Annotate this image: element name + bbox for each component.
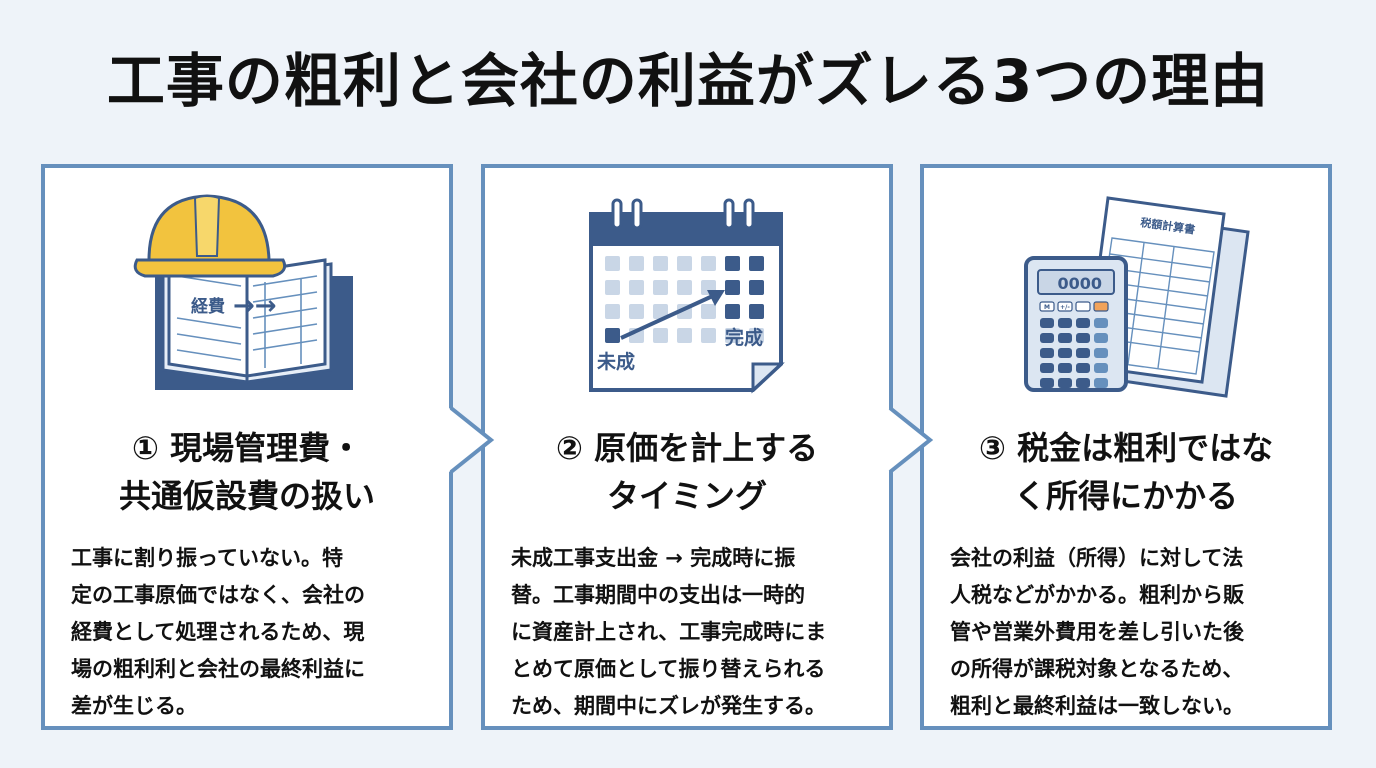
card-3-heading: ③ 税金は粗利ではな く所得にかかる <box>924 424 1328 520</box>
body-line: 未成工事支出金 → 完成時に振 <box>511 546 796 570</box>
calculator-key <box>1094 378 1108 388</box>
trend-arrow-icon <box>620 290 725 340</box>
body-line: 管や営業外費用を差し引いた後 <box>950 620 1244 644</box>
calculator-key <box>1076 318 1090 328</box>
calculator-key <box>1058 333 1072 343</box>
calendar-cell <box>701 328 716 343</box>
ledger-arrow: →→ <box>233 291 277 321</box>
calculator-key <box>1058 318 1072 328</box>
body-line: 場の粗利利と会社の最終利益に <box>71 657 365 681</box>
calendar-cell <box>701 304 716 319</box>
body-line: の所得が課税対象となるため、 <box>950 657 1244 681</box>
helmet-icon <box>133 194 287 278</box>
card-2-heading: ② 原価を計上する タイミング <box>485 424 889 520</box>
body-line: 人税などがかかる。粗利から販 <box>950 583 1244 607</box>
calculator-key <box>1040 348 1054 358</box>
heading-line: タイミング <box>606 477 767 515</box>
calculator-display: 0000 <box>1057 274 1102 293</box>
connector-arrow-1-icon <box>449 406 495 474</box>
reason-card-3: 税額計算書 0000 M +/- <box>920 164 1332 730</box>
ledger-label: 経費 <box>191 296 225 317</box>
reason-card-1: 経費 →→ ① 現場管理費・ 共通仮設費の扱い 工事に割り振っていない。特 定の… <box>41 164 453 730</box>
calendar-cell <box>749 328 764 343</box>
body-line: 経費として処理されるため、現 <box>71 620 365 644</box>
calendar-cell <box>629 280 644 295</box>
calculator-key <box>1058 363 1072 373</box>
card-2-illustration: 未成 完成 <box>589 198 785 394</box>
calculator-key <box>1076 363 1090 373</box>
body-line: に資産計上され、工事完成時にま <box>511 620 827 644</box>
body-line: とめて原価として振り替えられる <box>511 657 826 681</box>
calculator-key <box>1094 363 1108 373</box>
calendar-cell <box>653 280 668 295</box>
body-line: 粗利と最終利益は一致しない。 <box>950 694 1244 718</box>
calendar-cell <box>725 256 740 271</box>
page-title: 工事の粗利と会社の利益がズレる3つの理由 <box>106 47 1270 115</box>
calendar-cell <box>629 304 644 319</box>
heading-line: く所得にかかる <box>1013 477 1238 515</box>
calendar-cell <box>749 256 764 271</box>
calculator-key-m: M <box>1044 304 1050 311</box>
calculator-key <box>1040 318 1054 328</box>
card-1-illustration: 経費 →→ <box>133 194 353 390</box>
body-line: 替。工事期間中の支出は一時的 <box>511 583 805 607</box>
calendar-cell <box>701 256 716 271</box>
card-3-illustration: 税額計算書 0000 M +/- <box>1024 196 1250 398</box>
heading-line: ② 原価を計上する <box>555 429 819 467</box>
calendar-label-start: 未成 <box>596 350 635 373</box>
body-line: 差が生じる。 <box>71 694 197 718</box>
calculator-key <box>1076 378 1090 388</box>
calendar-cell <box>605 328 620 343</box>
calculator-key <box>1076 333 1090 343</box>
calculator-key <box>1040 333 1054 343</box>
card-3-body: 会社の利益（所得）に対して法 人税などがかかる。粗利から販 管や営業外費用を差し… <box>950 540 1310 725</box>
calendar-cell <box>749 304 764 319</box>
calculator-key <box>1076 348 1090 358</box>
calendar-cell <box>653 304 668 319</box>
calculator-key <box>1094 318 1108 328</box>
card-2-body: 未成工事支出金 → 完成時に振 替。工事期間中の支出は一時的 に資産計上され、工… <box>511 540 871 725</box>
ledger-book-icon: 経費 →→ <box>155 258 353 390</box>
calculator-key <box>1094 333 1108 343</box>
calendar-cell <box>677 280 692 295</box>
calendar-cell <box>749 280 764 295</box>
reason-card-2: 未成 完成 ② 原価を計上する タイミング 未成工事支出金 → 完成時に振 替。… <box>481 164 893 730</box>
body-line: 定の工事原価ではなく、会社の <box>71 583 365 607</box>
card-1-heading: ① 現場管理費・ 共通仮設費の扱い <box>45 424 449 520</box>
calculator-icon: 0000 M +/- <box>1024 256 1128 392</box>
heading-line: ③ 税金は粗利ではな <box>978 429 1274 467</box>
card-1-body: 工事に割り振っていない。特 定の工事原価ではなく、会社の 経費として処理されるた… <box>71 540 431 725</box>
heading-line: ① 現場管理費・ <box>131 429 363 467</box>
calendar-cell <box>653 256 668 271</box>
calendar-cell <box>605 304 620 319</box>
body-line: 工事に割り振っていない。特 <box>71 546 343 570</box>
calculator-key <box>1058 348 1072 358</box>
body-line: 会社の利益（所得）に対して法 <box>950 546 1244 570</box>
heading-line: 共通仮設費の扱い <box>118 477 375 515</box>
calculator-key <box>1040 363 1054 373</box>
calculator-key <box>1058 378 1072 388</box>
calendar-cell <box>725 280 740 295</box>
calendar-icon: 未成 完成 <box>589 198 785 394</box>
calculator-key-pm: +/- <box>1060 304 1070 311</box>
connector-arrow-2-icon <box>888 406 934 474</box>
calendar-cell <box>605 280 620 295</box>
body-line: ため、期間中にズレが発生する。 <box>511 694 826 718</box>
calendar-cell <box>629 256 644 271</box>
calendar-cell <box>653 328 668 343</box>
calendar-cell <box>677 256 692 271</box>
calculator-key <box>1040 378 1054 388</box>
calendar-cell <box>725 328 740 343</box>
calendar-label-end: 完成 <box>725 326 763 349</box>
calendar-cell <box>605 256 620 271</box>
calendar-cell <box>725 304 740 319</box>
calculator-key <box>1094 348 1108 358</box>
calendar-cell <box>677 328 692 343</box>
